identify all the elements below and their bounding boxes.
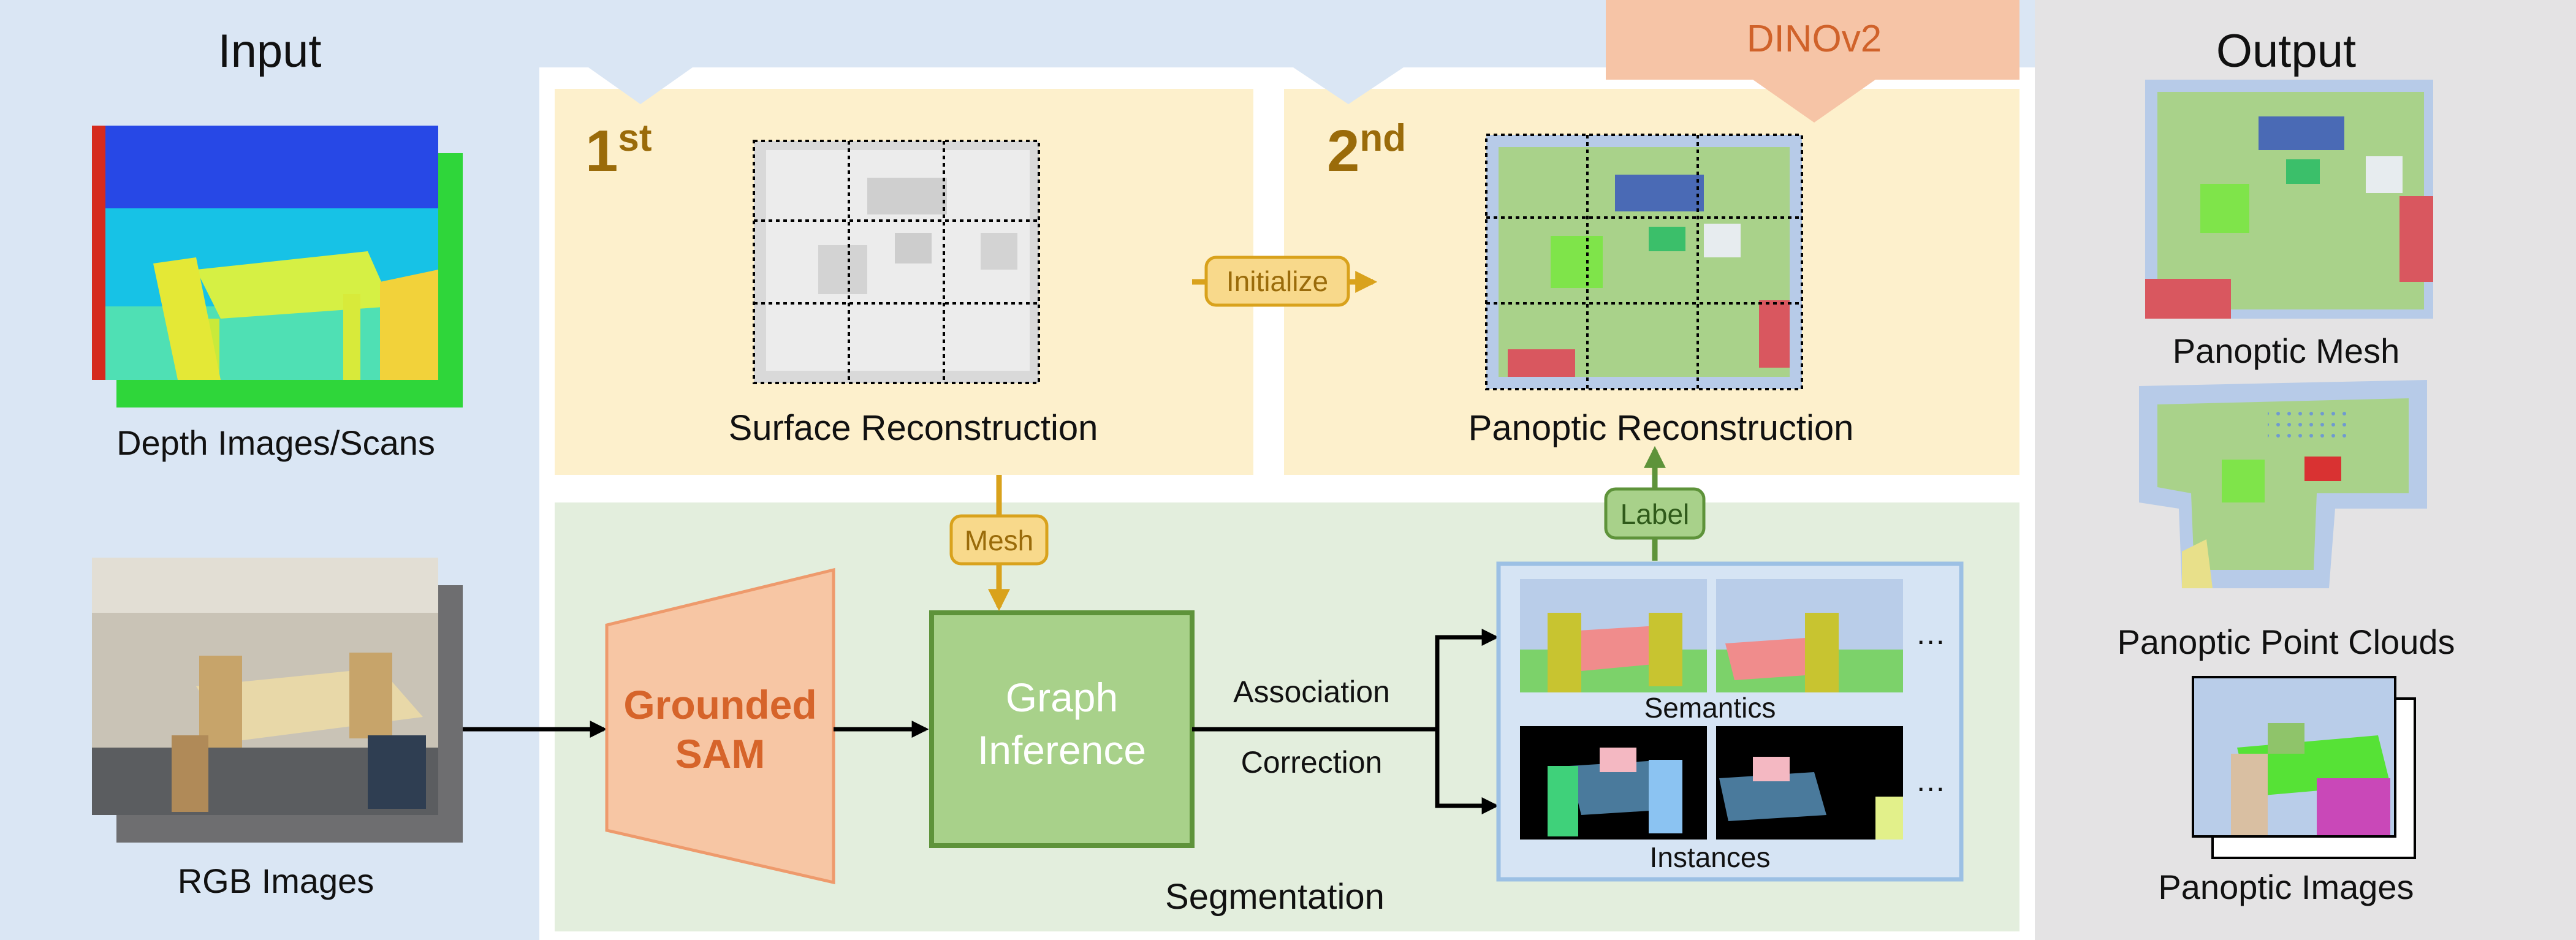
rgb-images-label: RGB Images	[177, 862, 374, 900]
callout-notch-right	[1293, 67, 1404, 104]
semantics-thumbnails	[1520, 579, 1903, 692]
callout-notch-left	[588, 67, 693, 104]
instances-label: Instances	[1649, 841, 1771, 873]
label-tag	[1604, 487, 1706, 540]
graph-inference-line1: Graph	[1005, 675, 1119, 720]
initialize-tag	[1204, 256, 1350, 307]
output-mesh-render	[2145, 80, 2433, 319]
panoptic-mesh-render	[1485, 134, 1803, 390]
output-images-stack	[2192, 676, 2416, 859]
stage2-ordinal: 2nd	[1327, 116, 1462, 185]
correction-label: Correction	[1241, 745, 1383, 779]
surface-mesh-render	[753, 140, 1040, 384]
rgb-image-stack	[92, 558, 463, 843]
panoptic-images-label: Panoptic Images	[2158, 868, 2414, 906]
stage1-ordinal: 1st	[585, 116, 708, 185]
graph-inference-label: Graph Inference	[932, 671, 1192, 776]
dino-label: DINOv2	[1746, 18, 1882, 60]
depth-image-stack	[92, 126, 463, 407]
panoptic-reconstruction-label: Panoptic Reconstruction	[1468, 408, 1854, 448]
stage1-ordinal-number: 1	[585, 118, 618, 184]
semantics-ellipsis: …	[1915, 616, 1946, 651]
grounded-sam-box	[605, 567, 835, 885]
mesh-tag	[949, 514, 1049, 566]
stage2-ordinal-suffix: nd	[1359, 117, 1407, 159]
instances-ellipsis: …	[1915, 764, 1946, 798]
dino-banner	[1606, 0, 2019, 123]
grounded-sam-label: Grounded SAM	[607, 680, 834, 778]
association-label: Association	[1233, 675, 1390, 709]
graph-inference-line2: Inference	[977, 727, 1147, 773]
output-title: Output	[2216, 25, 2357, 77]
input-title: Input	[218, 25, 322, 77]
stage1-ordinal-suffix: st	[618, 117, 652, 159]
surface-reconstruction-label: Surface Reconstruction	[728, 408, 1098, 448]
output-chevron	[2035, 202, 2084, 362]
panoptic-mesh-label: Panoptic Mesh	[2172, 332, 2400, 370]
grounded-sam-line1: Grounded	[623, 682, 817, 727]
grounded-sam-line2: SAM	[675, 731, 766, 776]
stage2-ordinal-number: 2	[1327, 118, 1360, 184]
instances-thumbnails	[1520, 726, 1903, 840]
mesh-tag-label: Mesh	[964, 525, 1034, 556]
graph-inference-box	[929, 610, 1195, 848]
panoptic-pointcloud-label: Panoptic Point Clouds	[2117, 623, 2455, 661]
label-tag-label: Label	[1620, 498, 1690, 530]
depth-images-label: Depth Images/Scans	[116, 423, 435, 462]
output-pointcloud-render	[2139, 380, 2427, 588]
semantics-label: Semantics	[1644, 692, 1776, 724]
initialize-label: Initialize	[1226, 265, 1329, 297]
segmentation-title: Segmentation	[1165, 877, 1385, 917]
